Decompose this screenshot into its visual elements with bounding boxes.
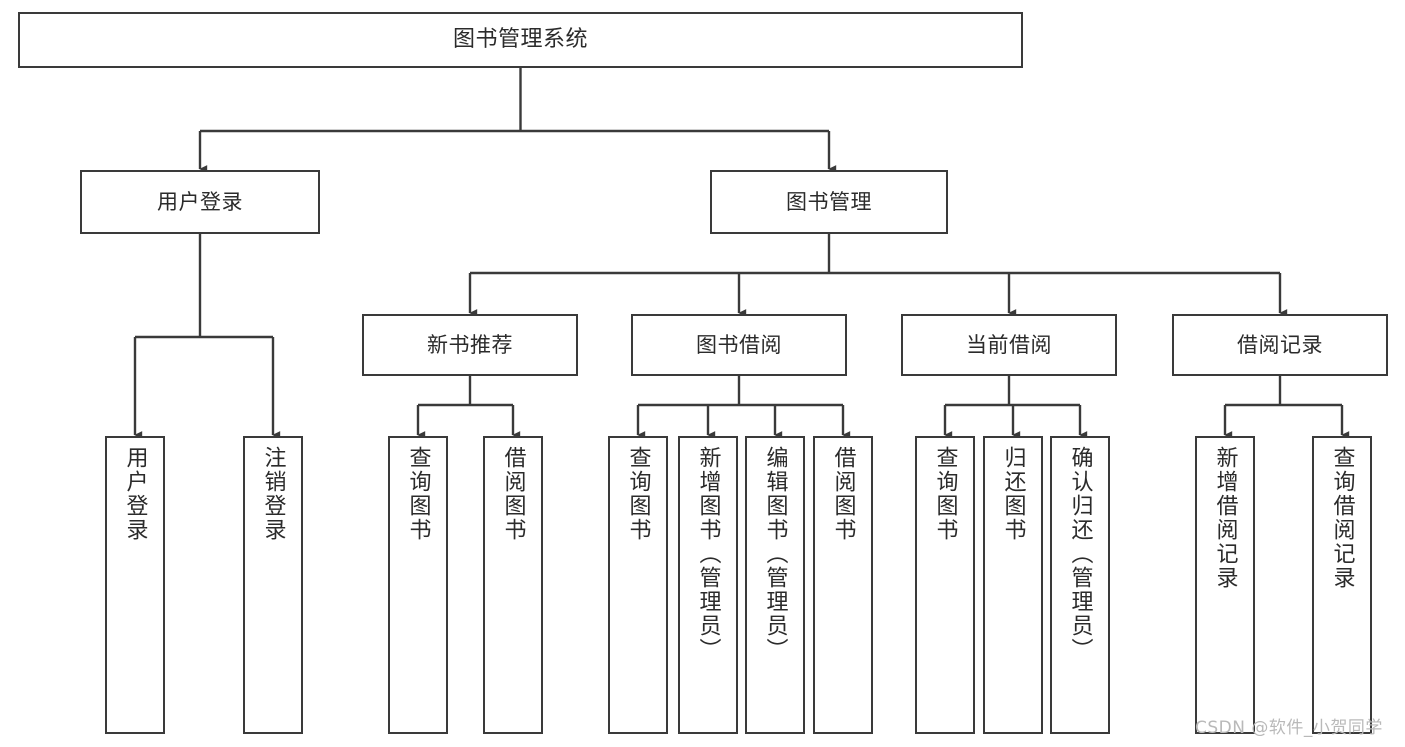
node-leaf-edit-book[interactable]: 编辑图书（管理员） <box>745 436 805 734</box>
node-label-leaf-confirm-return: 确认归还（管理员） <box>1067 446 1093 662</box>
node-label-current-borrow: 当前借阅 <box>966 332 1052 357</box>
node-root[interactable]: 图书管理系统 <box>18 12 1023 68</box>
node-book-manage[interactable]: 图书管理 <box>710 170 948 234</box>
node-new-book-rec[interactable]: 新书推荐 <box>362 314 578 376</box>
node-leaf-logout[interactable]: 注销登录 <box>243 436 303 734</box>
node-leaf-query-book-3[interactable]: 查询图书 <box>915 436 975 734</box>
node-label-book-manage: 图书管理 <box>786 189 872 214</box>
node-current-borrow[interactable]: 当前借阅 <box>901 314 1117 376</box>
node-label-root: 图书管理系统 <box>452 27 588 53</box>
node-leaf-return-book[interactable]: 归还图书 <box>983 436 1043 734</box>
node-leaf-add-book[interactable]: 新增图书（管理员） <box>678 436 738 734</box>
node-leaf-query-book-2[interactable]: 查询图书 <box>608 436 668 734</box>
node-user-login[interactable]: 用户登录 <box>80 170 320 234</box>
node-label-leaf-query-book-2: 查询图书 <box>625 446 651 542</box>
node-label-new-book-rec: 新书推荐 <box>427 332 513 357</box>
node-label-leaf-return-book: 归还图书 <box>1000 446 1026 542</box>
node-label-borrow-record: 借阅记录 <box>1237 332 1323 357</box>
node-leaf-confirm-return[interactable]: 确认归还（管理员） <box>1050 436 1110 734</box>
node-label-leaf-user-login: 用户登录 <box>122 446 148 542</box>
node-borrow-record[interactable]: 借阅记录 <box>1172 314 1388 376</box>
node-leaf-user-login[interactable]: 用户登录 <box>105 436 165 734</box>
node-label-leaf-add-book: 新增图书（管理员） <box>695 446 721 662</box>
node-label-leaf-logout: 注销登录 <box>260 446 286 542</box>
node-leaf-borrow-book-1[interactable]: 借阅图书 <box>483 436 543 734</box>
node-leaf-query-record[interactable]: 查询借阅记录 <box>1312 436 1372 734</box>
node-book-borrow[interactable]: 图书借阅 <box>631 314 847 376</box>
node-leaf-borrow-book-2[interactable]: 借阅图书 <box>813 436 873 734</box>
node-label-user-login: 用户登录 <box>157 189 243 214</box>
node-leaf-query-book-1[interactable]: 查询图书 <box>388 436 448 734</box>
node-label-leaf-add-record: 新增借阅记录 <box>1212 446 1238 590</box>
node-label-book-borrow: 图书借阅 <box>696 332 782 357</box>
node-label-leaf-query-record: 查询借阅记录 <box>1329 446 1355 590</box>
node-label-leaf-edit-book: 编辑图书（管理员） <box>762 446 788 662</box>
node-label-leaf-query-book-3: 查询图书 <box>932 446 958 542</box>
node-leaf-add-record[interactable]: 新增借阅记录 <box>1195 436 1255 734</box>
node-label-leaf-query-book-1: 查询图书 <box>405 446 431 542</box>
node-label-leaf-borrow-book-1: 借阅图书 <box>500 446 526 542</box>
node-label-leaf-borrow-book-2: 借阅图书 <box>830 446 856 542</box>
